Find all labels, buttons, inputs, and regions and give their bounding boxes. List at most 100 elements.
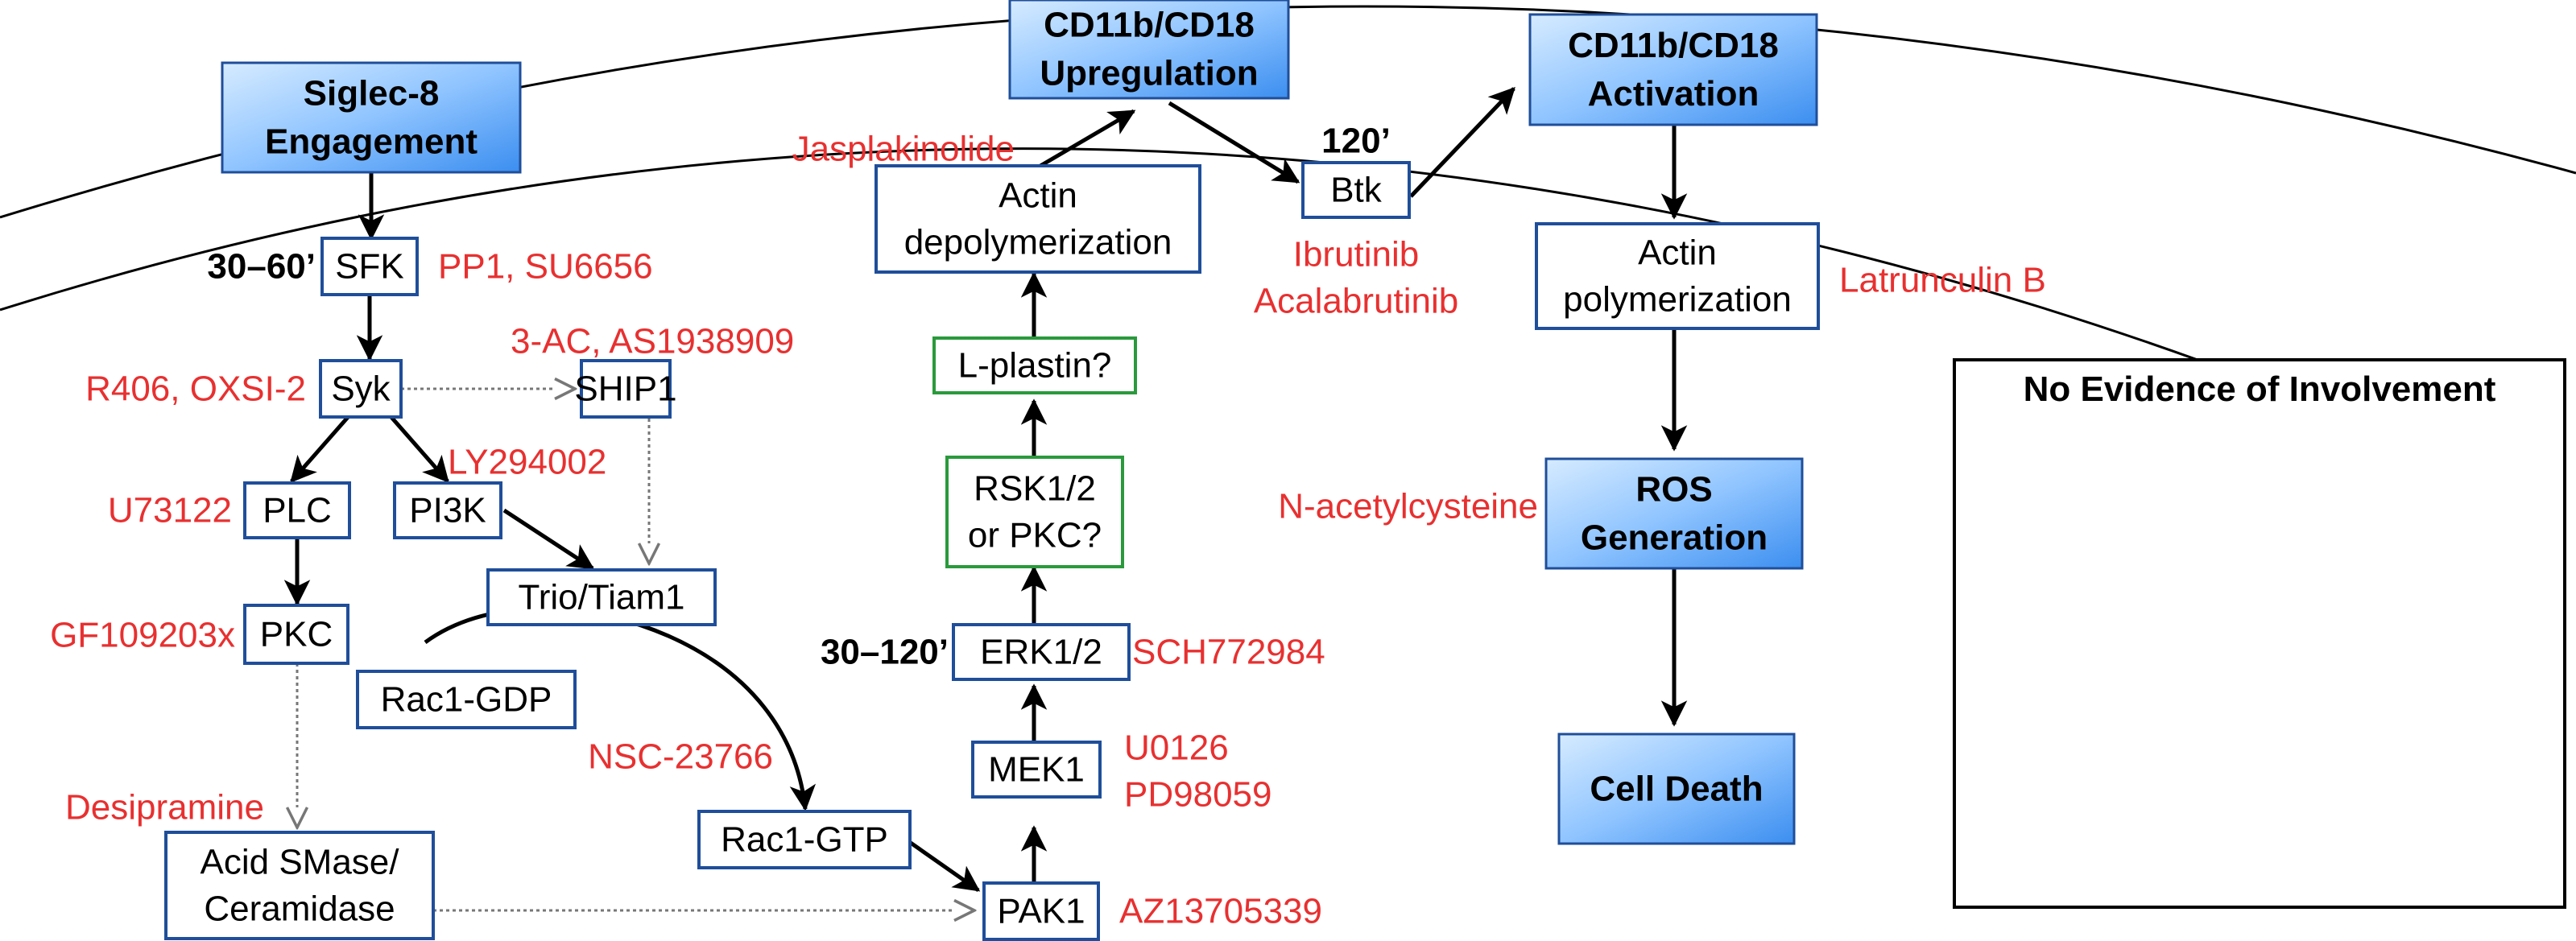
- node-box-sfk: [320, 237, 419, 296]
- node-label-sfk: SFK: [335, 247, 404, 287]
- arrow-pi3k-to-trio: [502, 508, 595, 571]
- arrow-btk-to-activation: [1409, 87, 1515, 198]
- arrow-actin-to-upregulation: [1039, 109, 1136, 168]
- node-label-ros-line-2: Generation: [1581, 518, 1768, 558]
- node-box-trio: [486, 568, 717, 626]
- node-actin-pol: Actin polymerization: [1535, 222, 1820, 330]
- node-box-cell-death: [1557, 733, 1796, 845]
- arrow-syk-to-plc: [290, 414, 351, 484]
- node-box-rac1-gdp: [356, 670, 577, 729]
- node-box-cd11-up: [1008, 0, 1290, 100]
- node-box-lplastin: [932, 336, 1137, 394]
- timing-label-btk: 120’: [1321, 122, 1391, 161]
- node-label-rsk-pkc-line-2: or PKC?: [968, 516, 1102, 555]
- node-label-ship1: SHIP1: [574, 369, 676, 409]
- node-label-lplastin: L-plastin?: [958, 346, 1112, 386]
- inhibitor-erk12: SCH772984: [1132, 633, 1325, 672]
- node-label-acid-smase-line-2: Ceramidase: [204, 889, 395, 929]
- node-label-cd11-act-line-2: Activation: [1588, 74, 1759, 113]
- node-box-siglec8: [221, 61, 522, 174]
- node-label-siglec8-line-2: Engagement: [265, 122, 478, 162]
- timing-label-erk12: 30–120’: [821, 633, 949, 672]
- node-label-mek1: MEK1: [988, 750, 1085, 790]
- node-pi3k: PI3K: [393, 481, 502, 539]
- node-box-syk: [319, 359, 403, 419]
- inhibitor-plc: U73122: [108, 491, 232, 530]
- legend-title: No Evidence of Involvement: [2024, 369, 2496, 409]
- node-acid-smase: Acid SMase/Ceramidase: [164, 831, 435, 940]
- node-label-rac1-gtp: Rac1-GTP: [721, 820, 888, 860]
- node-btk: Btk: [1301, 161, 1411, 219]
- node-rac1-gtp: Rac1-GTP: [697, 810, 912, 869]
- node-label-siglec8-line-1: Siglec-8: [304, 74, 440, 113]
- node-label-actin-pol-line-2: polymerization: [1563, 280, 1792, 320]
- arrow-upregulation-to-btk: [1168, 101, 1300, 184]
- inhibitor-pkc: GF109203x: [50, 616, 235, 655]
- node-label-rsk-pkc-line-1: RSK1/2: [974, 469, 1096, 509]
- node-label-btk: Btk: [1330, 171, 1383, 210]
- node-rac1-gdp: Rac1-GDP: [356, 670, 577, 729]
- inhibitor-rac1: NSC-23766: [588, 737, 773, 777]
- node-label-actin-pol-line-1: Actin: [1638, 233, 1717, 273]
- node-rsk-pkc: RSK1/2 or PKC?: [945, 456, 1124, 568]
- inhibitor-actin-pol: Latrunculin B: [1839, 261, 2046, 300]
- node-label-actin-depol-line-2: depolymerization: [904, 223, 1172, 262]
- node-box-rac1-gtp: [697, 810, 912, 869]
- node-label-cd11-act-line-1: CD11b/CD18: [1568, 26, 1779, 65]
- node-label-pi3k: PI3K: [409, 491, 486, 530]
- node-box-rsk-pkc: [945, 456, 1124, 568]
- node-box-ros: [1544, 457, 1804, 570]
- inhibitor-pak1: AZ13705339: [1119, 892, 1322, 931]
- node-erk12: ERK1/2: [952, 623, 1131, 681]
- node-label-pak1: PAK1: [997, 892, 1085, 931]
- node-box-pak1: [982, 881, 1100, 941]
- node-label-erk12: ERK1/2: [980, 633, 1102, 672]
- node-box-ship1: [580, 359, 672, 419]
- node-box-pi3k: [393, 481, 502, 539]
- node-syk: Syk: [319, 359, 403, 419]
- node-label-cell-death: Cell Death: [1590, 770, 1763, 809]
- node-label-syk: Syk: [331, 369, 391, 409]
- inhibitor-mek1-line-1: U0126: [1124, 728, 1229, 768]
- timing-label-sfk: 30–60’: [207, 247, 316, 287]
- node-mek1: MEK1: [971, 741, 1102, 799]
- node-pak1: PAK1: [982, 881, 1100, 941]
- node-trio: Trio/Tiam1: [486, 568, 717, 626]
- node-box-mek1: [971, 741, 1102, 799]
- inner-cell-membrane: [0, 147, 2457, 464]
- legend-box: [1953, 358, 2566, 909]
- node-ship1: SHIP1: [574, 359, 677, 419]
- node-box-pkc: [243, 604, 349, 665]
- node-label-actin-depol-line-1: Actin: [999, 176, 1077, 216]
- inhibitor-ship1: 3-AC, AS1938909: [511, 322, 794, 361]
- inhibitor-mek1-line-2: PD98059: [1124, 775, 1271, 815]
- node-box-acid-smase: [164, 831, 435, 940]
- node-actin-depol: Actin depolymerization: [875, 164, 1201, 274]
- node-pkc: PKC: [243, 604, 349, 665]
- arrow-rac1-gtp-to-pak1: [907, 839, 981, 893]
- node-label-rac1-gdp: Rac1-GDP: [381, 680, 552, 720]
- node-label-cd11-up-line-2: Upregulation: [1040, 54, 1258, 93]
- inhibitor-actin-depol: Jasplakinolide: [792, 130, 1015, 169]
- node-box-erk12: [952, 623, 1131, 681]
- node-lplastin: L-plastin?: [932, 336, 1137, 394]
- inhibitor-syk: R406, OXSI-2: [85, 369, 306, 409]
- node-box-plc: [243, 481, 351, 539]
- node-plc: PLC: [243, 481, 351, 539]
- node-cell-death: Cell Death: [1557, 733, 1796, 845]
- node-label-pkc: PKC: [260, 615, 333, 654]
- inhibitor-btk-line-2: Acalabrutinib: [1254, 282, 1458, 321]
- node-label-acid-smase-line-1: Acid SMase/: [201, 843, 400, 882]
- node-label-cd11-up-line-1: CD11b/CD18: [1044, 6, 1255, 45]
- inhibitor-sfk: PP1, SU6656: [438, 247, 653, 287]
- node-box-btk: [1301, 161, 1411, 219]
- node-sfk: SFK: [320, 237, 419, 296]
- node-box-cd11-act: [1528, 13, 1818, 126]
- node-label-trio: Trio/Tiam1: [519, 578, 685, 617]
